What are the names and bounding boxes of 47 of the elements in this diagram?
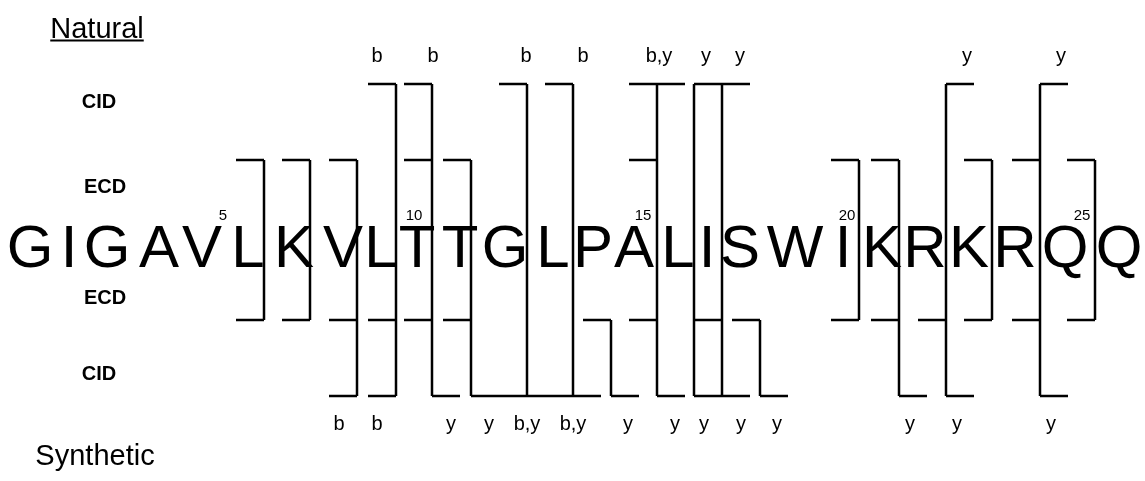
ion-type-label: b: [371, 45, 383, 65]
ion-type-label: y: [1056, 45, 1066, 65]
ion-type-label: y: [952, 413, 962, 433]
ion-type-label: b: [371, 413, 383, 433]
amino-acid-letter: G: [6, 217, 54, 277]
ion-type-label: y: [962, 45, 972, 65]
amino-acid-letter: R: [993, 217, 1037, 277]
section-heading: Natural: [50, 13, 144, 43]
amino-acid-letter: G: [481, 217, 529, 277]
ion-type-label: y: [623, 413, 633, 433]
amino-acid-letter: K: [949, 217, 989, 277]
amino-acid-letter: G: [83, 217, 131, 277]
amino-acid-letter: L: [661, 217, 695, 277]
ion-type-label: y: [670, 413, 680, 433]
ion-type-label: b,y: [513, 413, 541, 433]
amino-acid-letter: A: [139, 217, 179, 277]
amino-acid-letter: L: [231, 217, 265, 277]
amino-acid-letter: P: [573, 217, 613, 277]
amino-acid-letter: L: [536, 217, 570, 277]
ion-type-label: y: [701, 45, 711, 65]
ion-type-label: y: [1046, 413, 1056, 433]
ion-type-label: y: [446, 413, 456, 433]
amino-acid-letter: W: [766, 217, 824, 277]
amino-acid-letter: S: [720, 217, 760, 277]
ion-type-label: y: [772, 413, 782, 433]
amino-acid-letter: I: [60, 217, 78, 277]
amino-acid-letter: R: [903, 217, 947, 277]
amino-acid-letter: L: [364, 217, 398, 277]
ion-type-label: b: [520, 45, 532, 65]
ion-type-label: b: [577, 45, 589, 65]
ion-type-label: y: [905, 413, 915, 433]
method-label: CID: [81, 363, 117, 383]
section-heading: Synthetic: [35, 440, 155, 470]
method-label: CID: [81, 91, 117, 111]
ion-type-label: b: [427, 45, 439, 65]
amino-acid-letter: I: [698, 217, 716, 277]
ion-type-label: b,y: [559, 413, 587, 433]
method-label: ECD: [83, 176, 127, 196]
ion-type-label: y: [699, 413, 709, 433]
ion-type-label: y: [735, 45, 745, 65]
ion-type-label: b,y: [645, 45, 673, 65]
ion-type-label: y: [736, 413, 746, 433]
ion-type-label: b: [333, 413, 345, 433]
amino-acid-letter: Q: [1095, 217, 1143, 277]
ion-type-label: y: [484, 413, 494, 433]
residue-number: 5: [218, 206, 228, 222]
method-label: ECD: [83, 287, 127, 307]
